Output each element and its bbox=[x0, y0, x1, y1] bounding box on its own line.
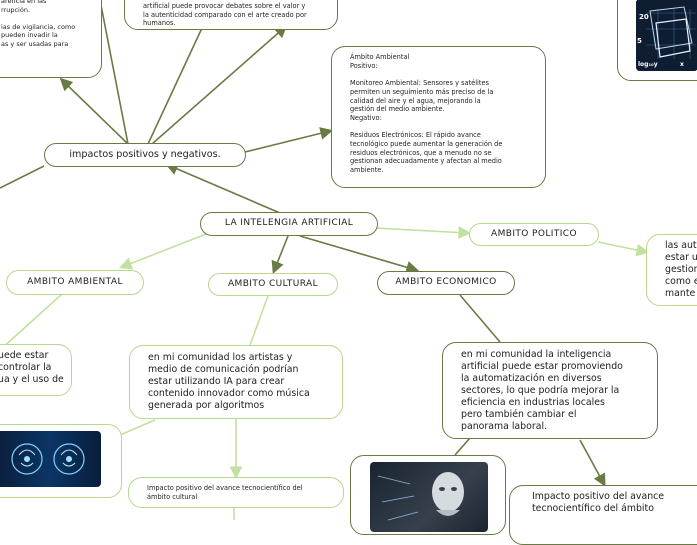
link-impactos-left bbox=[0, 165, 45, 189]
link-economico-image bbox=[454, 437, 471, 456]
robot-art bbox=[377, 472, 464, 521]
economico-note[interactable]: en mi comunidad la inteligencia artifici… bbox=[442, 342, 658, 439]
connector-lines bbox=[0, 0, 650, 520]
chart-axis-y-label: log₁₀y bbox=[638, 61, 658, 68]
link-impactos-ambitoambiental bbox=[244, 127, 334, 153]
link-central-impactos bbox=[165, 162, 281, 214]
ambito-ambiental-detail-text: Ámbito Ambiental Positivo: Monitoreo Amb… bbox=[350, 53, 503, 175]
top-center-note[interactable]: artificial puede provocar debates sobre … bbox=[124, 0, 338, 30]
top-left-note-text: arencia en las rrupción. ias de vigilanc… bbox=[1, 0, 76, 48]
chart-axis-x-label: x bbox=[680, 61, 684, 68]
central-topic-node[interactable]: LA INTELENGIA ARTIFICIAL bbox=[200, 212, 378, 236]
link-economico-impact bbox=[579, 439, 606, 487]
link-central-cultural bbox=[271, 235, 289, 274]
economico-impact-node[interactable]: Impacto positivo del avance tecnocientíf… bbox=[509, 485, 697, 545]
cultural-impact-node[interactable]: Impacto positivo del avance tecnocientíf… bbox=[128, 477, 344, 508]
top-left-note[interactable]: arencia en las rrupción. ias de vigilanc… bbox=[0, 0, 102, 78]
politico-note[interactable]: las aut estar u gestion como e mante bbox=[646, 234, 697, 306]
link-impactos-topcenter bbox=[151, 24, 288, 145]
central-topic-label: LA INTELENGIA ARTIFICIAL bbox=[224, 218, 354, 228]
cultural-note[interactable]: en mi comunidad los artistas y medio de … bbox=[129, 345, 343, 419]
ambito-cultural-node[interactable]: AMBITO CULTURAL bbox=[208, 273, 338, 296]
link-cultural-note bbox=[249, 295, 269, 346]
link-impactos-top1 bbox=[99, 0, 129, 145]
link-central-politico bbox=[375, 226, 472, 239]
ambiental-note[interactable]: uede estar controlar la ua y el uso de bbox=[0, 344, 72, 396]
link-economico-note bbox=[459, 294, 501, 343]
cultural-impact-text: Impacto positivo del avance tecnocientíf… bbox=[147, 484, 303, 501]
economico-image-node[interactable] bbox=[350, 455, 506, 535]
chart-thumbnail: 20 5 log₁₀y x bbox=[636, 0, 697, 71]
link-central-ambiental bbox=[119, 233, 207, 270]
ambito-economico-label: AMBITO ECONOMICO bbox=[395, 277, 497, 287]
ai-heads-image bbox=[0, 431, 101, 487]
ambito-politico-node[interactable]: AMBITO POLITICO bbox=[469, 223, 599, 246]
ambito-politico-label: AMBITO POLITICO bbox=[491, 229, 577, 239]
ambito-ambiental-detail-note[interactable]: Ámbito Ambiental Positivo: Monitoreo Amb… bbox=[331, 46, 546, 188]
chart-image-node[interactable]: 20 5 log₁₀y x bbox=[617, 0, 697, 81]
ambito-cultural-label: AMBITO CULTURAL bbox=[228, 279, 318, 289]
robot-image bbox=[370, 462, 488, 532]
ambito-economico-node[interactable]: AMBITO ECONOMICO bbox=[377, 271, 515, 295]
top-center-note-text: artificial puede provocar debates sobre … bbox=[143, 2, 307, 28]
politico-note-text: las aut estar u gestion como e mante bbox=[665, 240, 697, 299]
chart-thumbnail-art bbox=[636, 0, 697, 71]
ambito-ambiental-node[interactable]: AMBITO AMBIENTAL bbox=[6, 270, 144, 295]
link-impactos-topleft bbox=[59, 77, 129, 145]
link-politico-note bbox=[597, 241, 650, 257]
ambiental-note-text: uede estar controlar la ua y el uso de bbox=[0, 350, 64, 385]
economico-note-text: en mi comunidad la inteligencia artifici… bbox=[461, 349, 623, 432]
cultural-note-text: en mi comunidad los artistas y medio de … bbox=[148, 352, 310, 411]
ai-heads-art bbox=[11, 443, 85, 475]
economico-impact-text: Impacto positivo del avance tecnocientíf… bbox=[532, 491, 665, 514]
link-cultural-image bbox=[119, 419, 156, 436]
link-ambiental-note bbox=[0, 293, 63, 351]
chart-tick-20: 20 bbox=[639, 13, 649, 21]
impactos-node[interactable]: impactos positivos y negativos. bbox=[44, 143, 246, 167]
chart-tick-5: 5 bbox=[637, 37, 642, 45]
impactos-label: impactos positivos y negativos. bbox=[69, 149, 221, 160]
cultural-image-node[interactable] bbox=[0, 424, 122, 498]
link-central-economico bbox=[299, 235, 420, 274]
ambito-ambiental-label: AMBITO AMBIENTAL bbox=[27, 277, 123, 287]
